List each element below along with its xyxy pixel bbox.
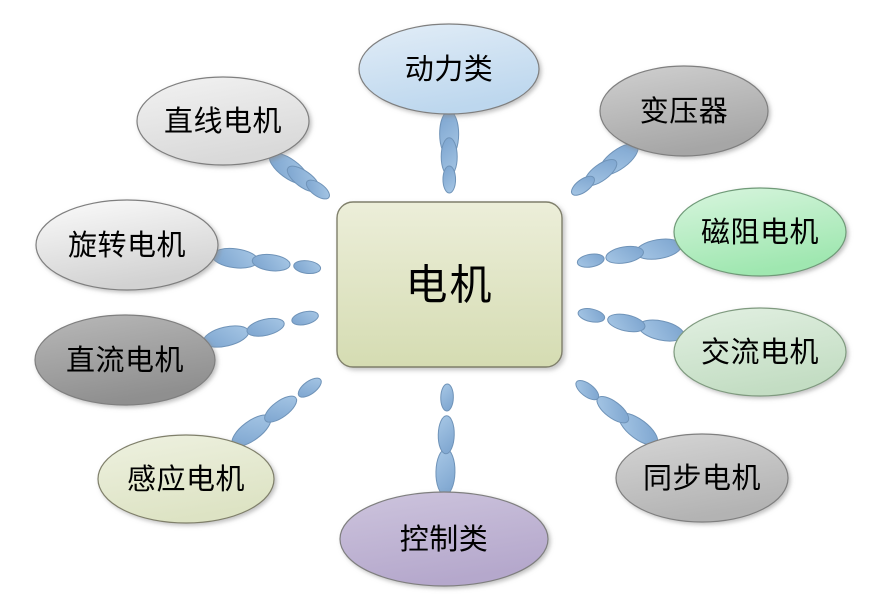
connector-dot — [576, 253, 605, 268]
node-cizu-dianji[interactable]: 磁阻电机 — [673, 187, 847, 277]
connector-dot — [437, 415, 455, 455]
connector-dot — [291, 310, 319, 326]
node-xuanzhuan-dianji[interactable]: 旋转电机 — [35, 199, 219, 291]
connector-dot — [577, 308, 606, 323]
node-cizu-dianji-label: 磁阻电机 — [701, 216, 819, 249]
connector-dot — [575, 379, 600, 401]
node-kongzhi-lei[interactable]: 控制类 — [339, 491, 549, 587]
node-zhixian-dianji[interactable]: 直线电机 — [136, 76, 310, 166]
node-bianyaqi-shape[interactable] — [599, 65, 769, 157]
node-bianyaqi[interactable]: 变压器 — [599, 65, 769, 157]
connector-dot — [264, 395, 298, 423]
node-bianyaqi-label: 变压器 — [640, 95, 729, 128]
node-zhiliu-dianji-shape[interactable] — [34, 314, 216, 406]
connector-dot — [251, 253, 291, 272]
connector-dot — [293, 260, 322, 275]
node-ganying-dianji-shape[interactable] — [97, 434, 275, 524]
node-tongbu-dianji-shape[interactable] — [615, 433, 789, 523]
node-ganying-dianji[interactable]: 感应电机 — [97, 434, 275, 524]
node-jiaoliu-dianji[interactable]: 交流电机 — [673, 307, 847, 397]
connector-group — [203, 110, 685, 496]
connector-dot — [435, 448, 456, 496]
node-tongbu-dianji-label: 同步电机 — [643, 462, 761, 495]
center-node-label: 电机 — [405, 264, 493, 310]
node-zhiliu-dianji-label: 直流电机 — [66, 344, 184, 377]
connector-dot — [571, 175, 595, 196]
node-xuanzhuan-dianji-label: 旋转电机 — [68, 229, 186, 262]
node-jiaoliu-dianji-label: 交流电机 — [701, 336, 819, 369]
center-node[interactable]: 电机 — [336, 201, 563, 368]
connector-dot — [246, 317, 285, 337]
connector-dot — [211, 247, 259, 269]
connector-dot — [607, 313, 646, 333]
node-dongli-lei[interactable]: 动力类 — [358, 23, 540, 115]
center-node-shape[interactable] — [336, 201, 563, 368]
node-kongzhi-lei-label: 控制类 — [400, 523, 489, 556]
connector-dot — [605, 245, 644, 264]
node-kongzhi-lei-shape[interactable] — [339, 491, 549, 587]
node-zhixian-dianji-shape[interactable] — [136, 76, 310, 166]
node-jiaoliu-dianji-shape[interactable] — [673, 307, 847, 397]
connector-dot — [297, 377, 322, 398]
node-dongli-lei-label: 动力类 — [405, 53, 494, 86]
node-tongbu-dianji[interactable]: 同步电机 — [615, 433, 789, 523]
connector-dot — [440, 383, 454, 412]
connector-dot — [442, 165, 457, 194]
node-zhiliu-dianji[interactable]: 直流电机 — [34, 314, 216, 406]
connector-dot — [305, 179, 330, 200]
node-zhixian-dianji-label: 直线电机 — [164, 105, 282, 138]
node-xuanzhuan-dianji-shape[interactable] — [35, 199, 219, 291]
node-dongli-lei-shape[interactable] — [358, 23, 540, 115]
node-cizu-dianji-shape[interactable] — [673, 187, 847, 277]
node-ganying-dianji-label: 感应电机 — [127, 463, 245, 496]
